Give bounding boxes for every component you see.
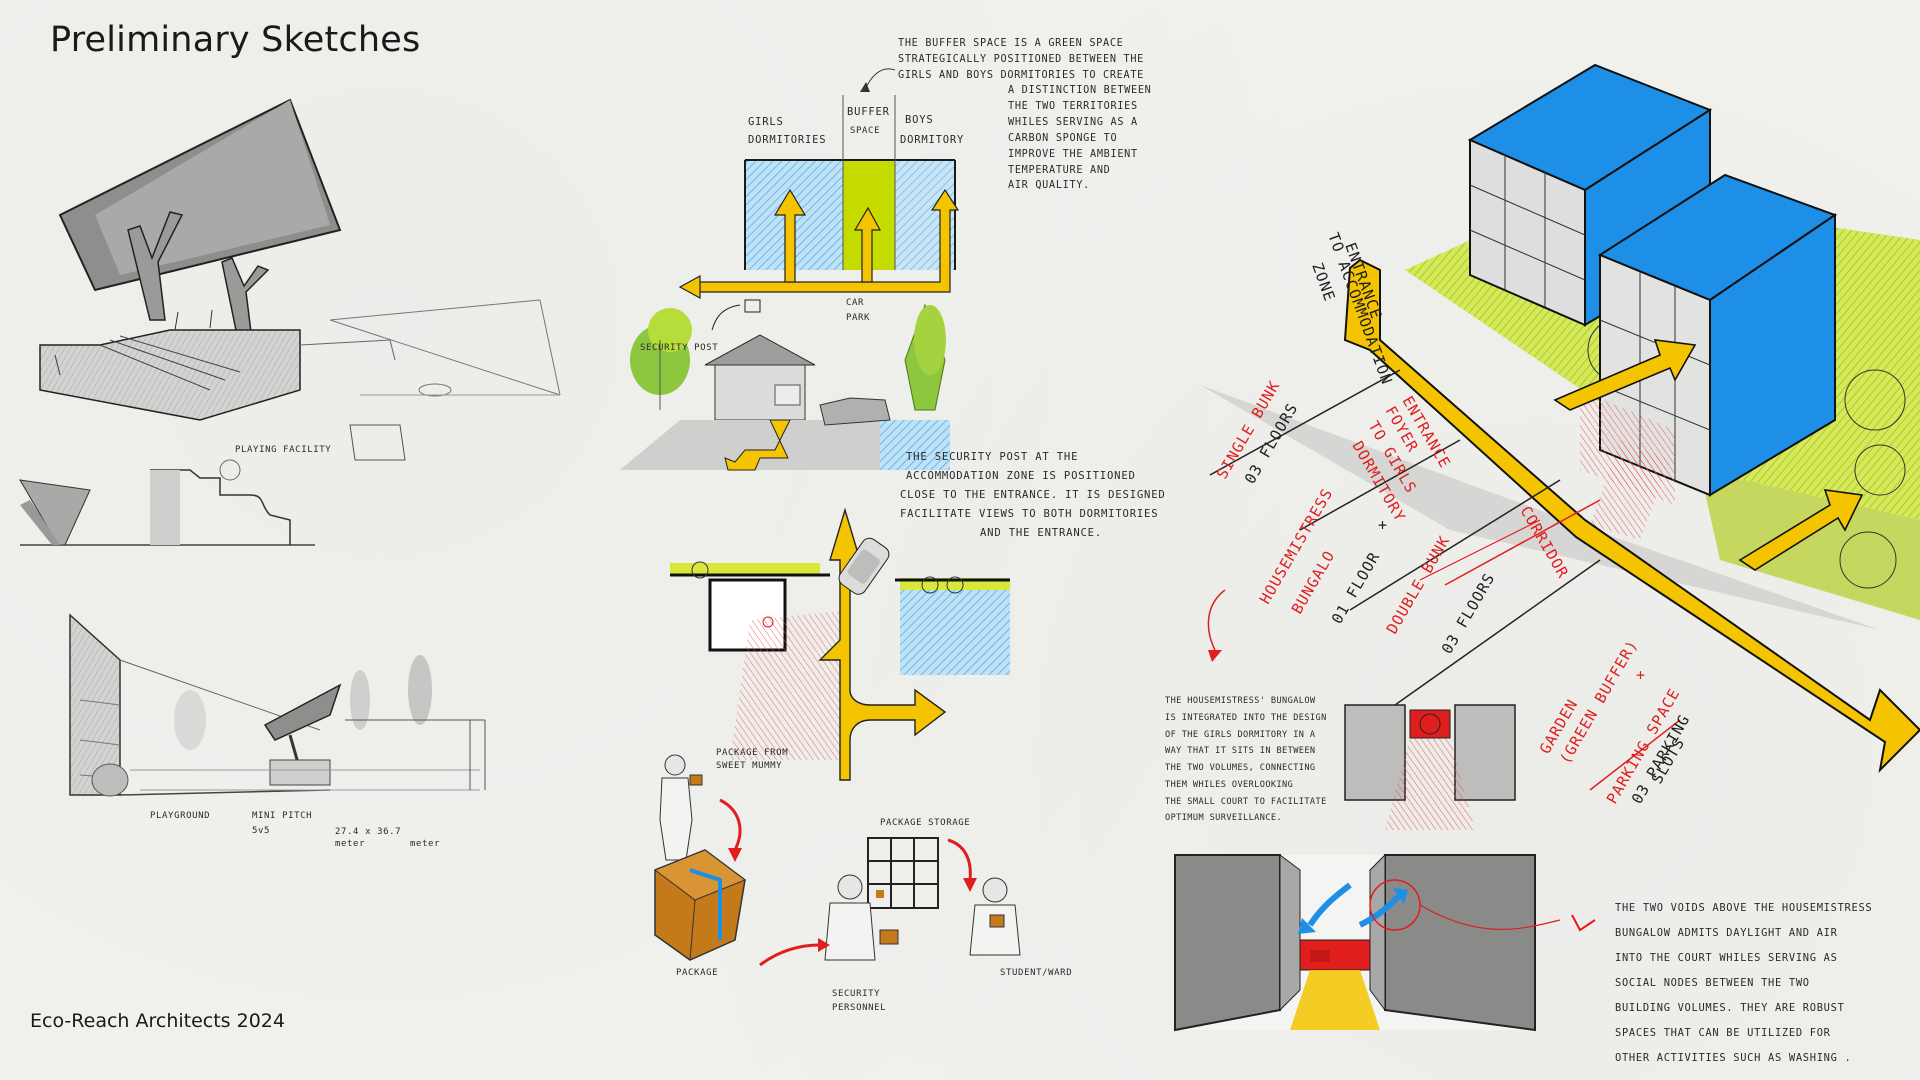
- package-flow-sketch: PACKAGE FROM SWEET MUMMY PACKAGE PACKAGE…: [655, 748, 1072, 1013]
- garden-plus-sign: +: [1636, 666, 1646, 684]
- security-label: SECURITY: [832, 989, 880, 999]
- note-line: SOCIAL NODES BETWEEN THE TWO: [1615, 971, 1872, 996]
- note-line: WAY THAT IT SITS IN BETWEEN: [1165, 743, 1327, 760]
- note-line: OF THE GIRLS DORMITORY IN A: [1165, 727, 1327, 744]
- canopy-section-sketch: PLAYING FACILITY: [20, 445, 331, 545]
- note-line: CLOSE TO THE ENTRANCE. IT IS DESIGNED: [900, 486, 1166, 505]
- note-line: INTO THE COURT WHILES SERVING AS: [1615, 946, 1872, 971]
- buffer-space-label: SPACE: [850, 126, 880, 136]
- sweet-mummy-label: SWEET MUMMY: [716, 761, 782, 771]
- housemistress-label: HOUSEMISTRESS: [1256, 485, 1337, 607]
- note-line: AIR QUALITY.: [898, 178, 1152, 194]
- security-plan-sketch: [670, 510, 1010, 780]
- note-line: CARBON SPONGE TO: [898, 131, 1152, 147]
- isometric-dormitory-diagram: [1200, 65, 1920, 790]
- personnel-label: PERSONNEL: [832, 1003, 886, 1013]
- note-line: BUILDING VOLUMES. THEY ARE ROBUST: [1615, 996, 1872, 1021]
- pitch-dims-label: 27.4 x 36.7: [335, 827, 401, 837]
- note-line: STRATEGICALLY POSITIONED BETWEEN THE: [898, 52, 1152, 68]
- canopy-perspective-sketch: [40, 100, 560, 460]
- note-line: GIRLS AND BOYS DORMITORIES TO CREATE: [898, 68, 1152, 84]
- note-line: AND THE ENTRANCE.: [900, 524, 1166, 543]
- note-line: THE SMALL COURT TO FACILITATE: [1165, 794, 1327, 811]
- student-ward-label: STUDENT/WARD: [1000, 968, 1072, 978]
- note-line: THE HOUSEMISTRESS' BUNGALOW: [1165, 693, 1327, 710]
- note-line: ACCOMMODATION ZONE IS POSITIONED: [900, 467, 1166, 486]
- package-storage-label: PACKAGE STORAGE: [880, 818, 970, 828]
- note-line: OTHER ACTIVITIES SUCH AS WASHING .: [1615, 1046, 1872, 1071]
- note-line: THEM WHILES OVERLOOKING: [1165, 777, 1327, 794]
- playground-label: PLAYGROUND: [150, 811, 210, 821]
- pitch-dim-unit-b: meter: [410, 839, 440, 849]
- pitch-dim-unit-a: meter: [335, 839, 365, 849]
- note-line: OPTIMUM SURVEILLANCE.: [1165, 810, 1327, 827]
- note-line: SPACES THAT CAN BE UTILIZED FOR: [1615, 1021, 1872, 1046]
- note-line: WHILES SERVING AS A: [898, 115, 1152, 131]
- security-post-note: THE SECURITY POST AT THE ACCOMMODATION Z…: [900, 448, 1166, 543]
- plus-sign: +: [1378, 516, 1388, 534]
- buffer-space-note: THE BUFFER SPACE IS A GREEN SPACE STRATE…: [898, 36, 1152, 194]
- note-line: BUNGALOW ADMITS DAYLIGHT AND AIR: [1615, 921, 1872, 946]
- note-line: FACILITATE VIEWS TO BOTH DORMITORIES: [900, 505, 1166, 524]
- note-line: IMPROVE THE AMBIENT: [898, 147, 1152, 163]
- bungalow-plan-sketch: [1345, 705, 1515, 830]
- note-line: THE TWO TERRITORIES: [898, 99, 1152, 115]
- note-line: A DISTINCTION BETWEEN: [898, 83, 1152, 99]
- note-line: THE SECURITY POST AT THE: [900, 448, 1166, 467]
- housemistress-floors: 01 FLOOR: [1328, 549, 1384, 627]
- note-line: TEMPERATURE AND: [898, 163, 1152, 179]
- playing-facility-callout: PLAYING FACILITY: [235, 445, 331, 455]
- girls-label: GIRLS: [748, 116, 784, 128]
- note-line: THE BUFFER SPACE IS A GREEN SPACE: [898, 36, 1152, 52]
- bungalow-note: THE HOUSEMISTRESS' BUNGALOW IS INTEGRATE…: [1165, 693, 1327, 827]
- park-label: PARK: [846, 313, 870, 323]
- double-bunk-label: DOUBLE BUNK: [1383, 532, 1454, 637]
- note-line: THE TWO VOLUMES, CONNECTING: [1165, 760, 1327, 777]
- playground-labels: PLAYGROUND MINI PITCH 5v5 27.4 x 36.7 me…: [150, 811, 440, 849]
- buffer-label: BUFFER: [847, 106, 890, 118]
- girls-dormitories-label: DORMITORIES: [748, 134, 826, 146]
- voids-note: THE TWO VOIDS ABOVE THE HOUSEMISTRESS BU…: [1615, 896, 1872, 1071]
- package-label: PACKAGE: [676, 968, 718, 978]
- double-bunk-floors: 03 FLOORS: [1438, 570, 1499, 657]
- playground-perspective-sketch: [70, 615, 485, 796]
- note-line: THE TWO VOIDS ABOVE THE HOUSEMISTRESS: [1615, 896, 1872, 921]
- car-label: CAR: [846, 298, 864, 308]
- five-v-five-label: 5v5: [252, 826, 270, 836]
- security-post-sketch: SECURITY POST: [620, 300, 950, 470]
- security-post-label: SECURITY POST: [640, 343, 718, 353]
- note-line: IS INTEGRATED INTO THE DESIGN: [1165, 710, 1327, 727]
- mini-pitch-label: MINI PITCH: [252, 811, 312, 821]
- court-perspective-sketch: [1175, 855, 1595, 1030]
- package-from-label: PACKAGE FROM: [716, 748, 788, 758]
- zone-label: ZONE: [1308, 260, 1339, 304]
